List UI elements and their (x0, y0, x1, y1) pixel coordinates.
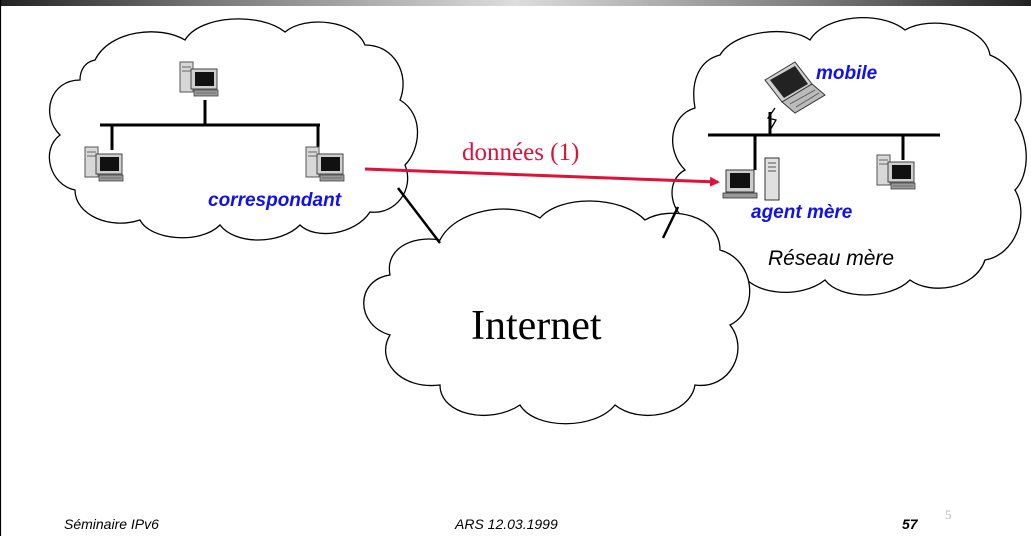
home-agent-icon (722, 157, 780, 201)
footer-left: Séminaire IPv6 (64, 516, 159, 532)
internet-cloud (363, 200, 751, 425)
arrow-label: données (1) (462, 139, 580, 166)
home-network-label: Réseau mère (768, 247, 895, 270)
correspondent-network-cloud (48, 18, 419, 241)
mobile-label: mobile (816, 63, 878, 84)
mobile-laptop-icon (764, 61, 826, 114)
internet-label: Internet (471, 303, 602, 349)
home-agent-label: agent mère (751, 202, 853, 223)
footer-center: ARS 12.03.1999 (455, 516, 558, 532)
data-arrow (364, 167, 720, 187)
left-internet-link (397, 187, 441, 244)
right-internet-link (661, 206, 680, 239)
correspondent-label: correspondant (208, 190, 342, 211)
home-network-bus (708, 112, 940, 170)
slide-number: 5 (945, 507, 952, 522)
footer-page-number: 57 (902, 516, 918, 532)
wireless-link-icon (766, 107, 777, 133)
home-network-cloud (671, 17, 1027, 296)
top-bar (0, 0, 1031, 6)
correspondent-network-bus (100, 100, 320, 150)
